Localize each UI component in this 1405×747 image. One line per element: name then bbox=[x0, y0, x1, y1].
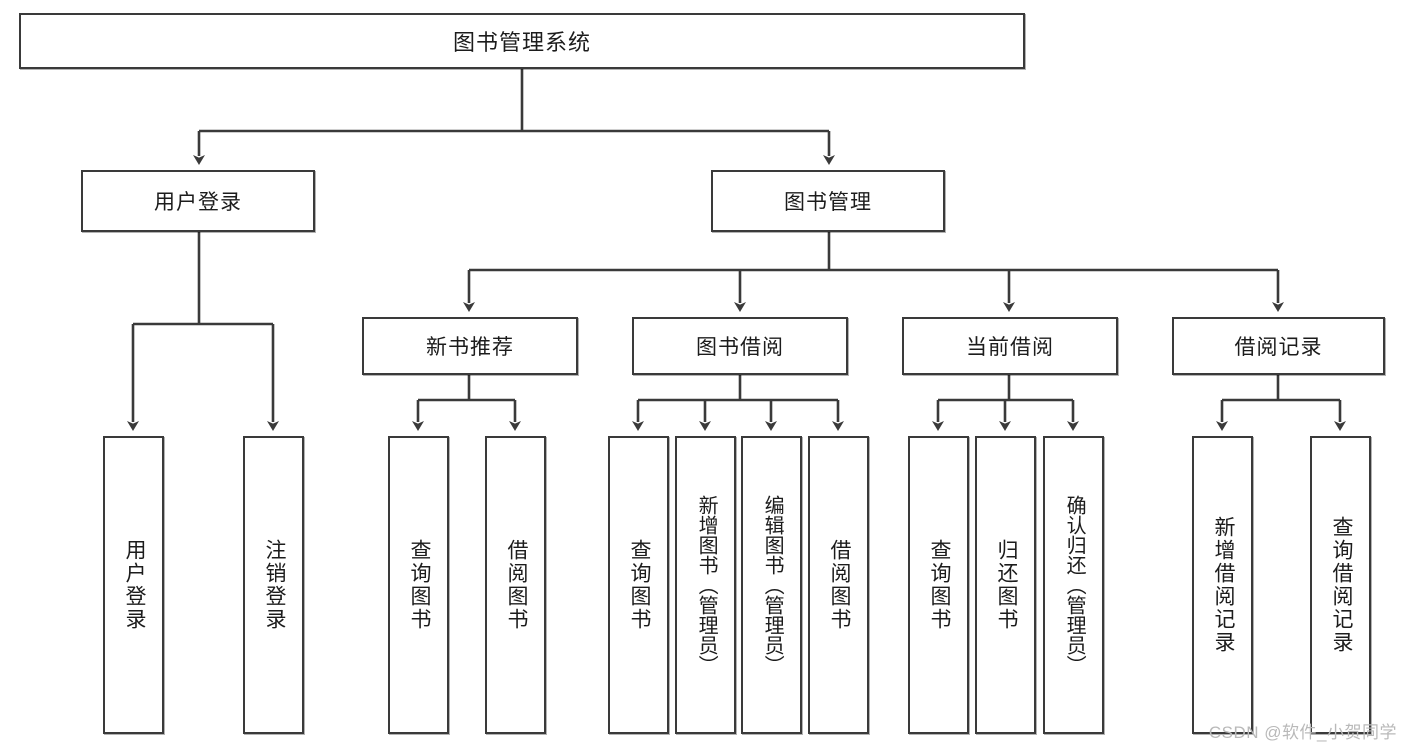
leaf-nb-borrow-book[interactable]: 借阅图书 bbox=[485, 436, 546, 734]
leaf-bb-query-book[interactable]: 查询图书 bbox=[608, 436, 669, 734]
leaf-nb-query-book[interactable]: 查询图书 bbox=[388, 436, 449, 734]
leaf-label: 查询图书 bbox=[407, 539, 431, 631]
node-book-borrow[interactable]: 图书借阅 bbox=[632, 317, 848, 375]
leaf-bb-edit-book[interactable]: 编辑图书（管理员） bbox=[741, 436, 802, 734]
node-label: 当前借阅 bbox=[966, 336, 1054, 359]
node-label: 图书管理系统 bbox=[452, 30, 591, 55]
leaf-label: 查询图书 bbox=[627, 539, 651, 631]
node-label: 图书管理 bbox=[784, 191, 872, 214]
node-book-manage[interactable]: 图书管理 bbox=[711, 170, 945, 232]
leaf-label: 借阅图书 bbox=[827, 539, 851, 631]
leaf-label: 新增图书（管理员） bbox=[695, 495, 718, 675]
leaf-label: 查询借阅记录 bbox=[1329, 516, 1353, 654]
node-root-system[interactable]: 图书管理系统 bbox=[19, 13, 1025, 69]
leaf-label: 新增借阅记录 bbox=[1211, 516, 1235, 654]
leaf-label: 归还图书 bbox=[994, 539, 1018, 631]
leaf-label: 编辑图书（管理员） bbox=[761, 495, 784, 675]
leaf-bb-borrow-book[interactable]: 借阅图书 bbox=[808, 436, 869, 734]
leaf-label: 借阅图书 bbox=[504, 539, 528, 631]
leaf-br-add-record[interactable]: 新增借阅记录 bbox=[1192, 436, 1253, 734]
leaf-bb-add-book[interactable]: 新增图书（管理员） bbox=[675, 436, 736, 734]
leaf-label: 注销登录 bbox=[262, 539, 286, 631]
node-label: 新书推荐 bbox=[426, 336, 514, 359]
leaf-br-query-record[interactable]: 查询借阅记录 bbox=[1310, 436, 1371, 734]
leaf-cb-query-book[interactable]: 查询图书 bbox=[908, 436, 969, 734]
leaf-label: 用户登录 bbox=[122, 539, 146, 631]
node-label: 用户登录 bbox=[154, 191, 242, 214]
node-borrow-record[interactable]: 借阅记录 bbox=[1172, 317, 1385, 375]
leaf-logout[interactable]: 注销登录 bbox=[243, 436, 304, 734]
leaf-cb-return-book[interactable]: 归还图书 bbox=[975, 436, 1036, 734]
node-label: 借阅记录 bbox=[1234, 336, 1323, 359]
leaf-cb-confirm-return[interactable]: 确认归还（管理员） bbox=[1043, 436, 1104, 734]
node-user-login[interactable]: 用户登录 bbox=[81, 170, 315, 232]
leaf-label: 确认归还（管理员） bbox=[1063, 495, 1086, 675]
node-current-borrow[interactable]: 当前借阅 bbox=[902, 317, 1118, 375]
leaf-user-login[interactable]: 用户登录 bbox=[103, 436, 164, 734]
watermark: CSDN @软件_小贺同学 bbox=[1208, 723, 1397, 742]
node-label: 图书借阅 bbox=[696, 336, 784, 359]
leaf-label: 查询图书 bbox=[927, 539, 951, 631]
node-new-book-recommend[interactable]: 新书推荐 bbox=[362, 317, 578, 375]
